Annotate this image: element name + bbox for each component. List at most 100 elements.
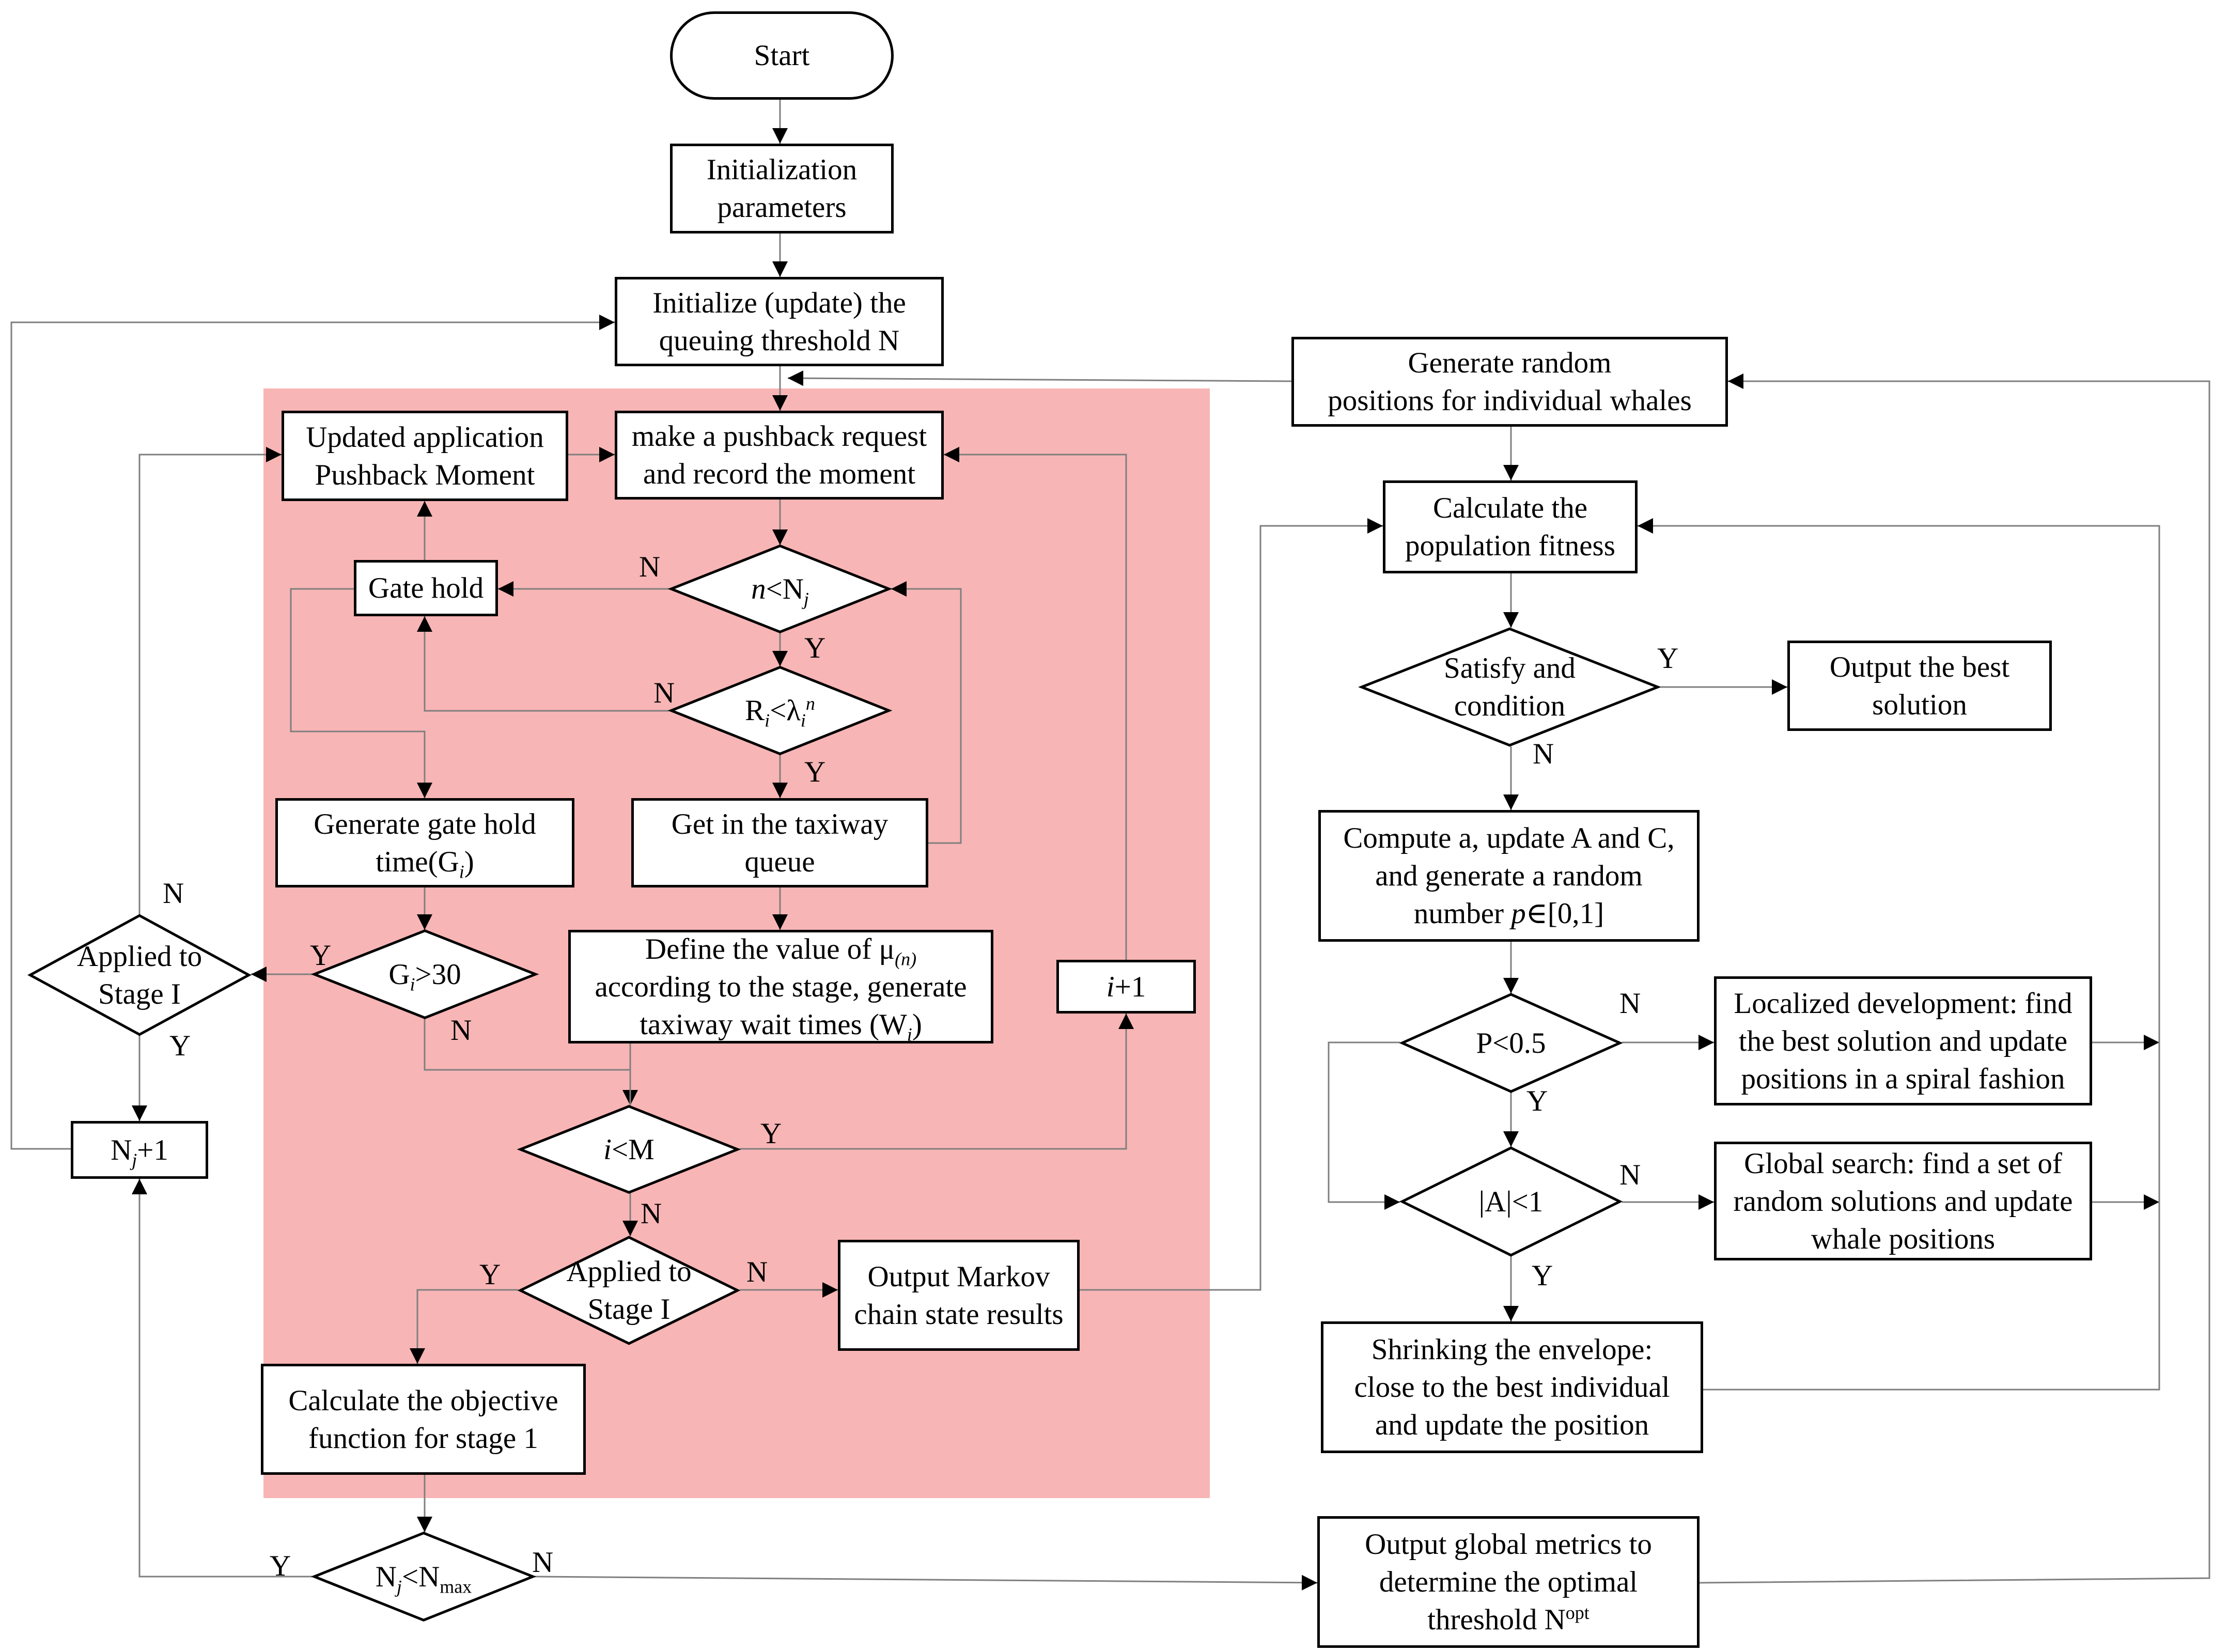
- shrinking-line1: Shrinking the envelope:: [1371, 1333, 1653, 1366]
- edge-shrinking-fitness: [1638, 518, 2160, 1391]
- global-search-line1: Global search: find a set of: [1744, 1147, 2062, 1180]
- edge-rj-gatehold: [417, 616, 669, 712]
- compute-a-line1: Compute a, update A and C,: [1343, 822, 1675, 854]
- applied-stage-left-line2: Stage I: [98, 977, 181, 1010]
- label-y-abs-a: Y: [1532, 1259, 1553, 1292]
- gi-greater-30-decision: Gi>30: [312, 930, 538, 1019]
- nj-less-nmax-shape: [312, 1532, 535, 1621]
- label-n-gi30: N: [450, 1014, 472, 1047]
- satisfy-condition-line2: condition: [1454, 690, 1566, 722]
- label-n-rj: N: [653, 677, 675, 709]
- applied-stage-center-decision: Applied to Stage I: [518, 1236, 740, 1345]
- satisfy-condition-line1: Satisfy and: [1444, 652, 1576, 684]
- label-y-rj: Y: [804, 756, 826, 788]
- calc-fitness-box: Calculate the population fitness: [1383, 480, 1638, 573]
- compute-a-line2: and generate a random: [1375, 860, 1643, 892]
- generate-gate-hold-line1: Generate gate hold: [314, 807, 536, 840]
- label-y-n-nj: Y: [804, 632, 826, 664]
- init-params-line1: Initialization: [706, 153, 858, 186]
- generate-random-whales-line1: Generate random: [1408, 347, 1612, 379]
- edge-appliedcenter-objective: [410, 1289, 518, 1364]
- pushback-request-line2: and record the moment: [643, 458, 916, 490]
- edge-whales-threshold: [787, 370, 1292, 386]
- generate-gate-hold-line2: time(Gi): [376, 845, 474, 882]
- applied-stage-left-shape: [28, 914, 251, 1036]
- output-global-box: Output global metrics to determine the o…: [1317, 1516, 1700, 1648]
- gate-hold-label: Gate hold: [368, 572, 484, 604]
- calc-fitness-line1: Calculate the: [1432, 492, 1588, 524]
- global-search-line2: random solutions and update: [1733, 1185, 2073, 1218]
- output-best-box: Output the best solution: [1787, 641, 2052, 731]
- global-search-line3: whale positions: [1811, 1222, 1996, 1255]
- edge-taxiway-loop: [891, 581, 962, 844]
- generate-random-whales-box: Generate random positions for individual…: [1291, 337, 1728, 427]
- i-less-m-decision: i<M: [518, 1105, 740, 1193]
- global-search-box: Global search: find a set of random solu…: [1714, 1142, 2092, 1260]
- label-y-gi30: Y: [310, 939, 332, 972]
- updated-pushback-line1: Updated application: [306, 420, 544, 454]
- output-global-line3: threshold Nopt: [1427, 1602, 1589, 1636]
- n-less-nj-decision: n<Nj: [669, 545, 891, 633]
- edge-outputglobal-whales: [1699, 373, 2210, 1584]
- calc-objective-line1: Calculate the objective: [288, 1384, 558, 1417]
- edge-nmax-outputglobal: [535, 1575, 1318, 1591]
- edge-p05-left-absa: [1328, 1041, 1400, 1210]
- init-threshold-line1: Initialize (update) the: [652, 286, 906, 319]
- taxiway-queue-box: Get in the taxiway queue: [631, 798, 928, 887]
- shrinking-line2: close to the best individual: [1354, 1371, 1670, 1404]
- applied-stage-center-shape: [518, 1236, 740, 1345]
- i-less-m-shape: [518, 1105, 740, 1193]
- updated-pushback-box: Updated application Pushback Moment: [282, 411, 568, 501]
- init-params-line2: parameters: [717, 191, 847, 224]
- rj-less-lambda-decision: Ri<λin: [669, 666, 891, 755]
- pushback-request-box: make a pushback request and record the m…: [615, 411, 944, 500]
- edge-appliedleft-updated: [138, 447, 282, 914]
- output-global-line1: Output global metrics to: [1365, 1528, 1652, 1561]
- abs-a-less-1-shape: [1400, 1147, 1622, 1256]
- p-less-05-shape: [1400, 993, 1622, 1093]
- pushback-request-line1: make a pushback request: [631, 420, 927, 453]
- edge-im-iplus1: [740, 1014, 1134, 1150]
- output-best-line1: Output the best: [1829, 650, 2010, 683]
- nj-less-nmax-decision: Nj<Nmax: [312, 1532, 535, 1621]
- define-mu-line1: Define the value of μ(n): [645, 932, 917, 969]
- localized-line3: positions in a spiral fashion: [1741, 1062, 2065, 1095]
- start-terminal: Start: [670, 11, 894, 100]
- edge-iplus1-pushback: [944, 447, 1127, 960]
- calc-fitness-line2: population fitness: [1405, 529, 1615, 562]
- applied-stage-center-line2: Stage I: [587, 1293, 671, 1326]
- applied-stage-left-line1: Applied to: [76, 940, 202, 973]
- calc-objective-box: Calculate the objective function for sta…: [261, 1364, 586, 1475]
- abs-a-less-1-label: |A|<1: [1478, 1185, 1544, 1218]
- label-n-p05: N: [1619, 987, 1641, 1020]
- nj-less-nmax-label: Nj<Nmax: [375, 1560, 472, 1597]
- label-y-applied-left: Y: [169, 1030, 191, 1062]
- label-y-p05: Y: [1526, 1085, 1548, 1117]
- shrinking-line3: and update the position: [1375, 1409, 1649, 1441]
- define-mu-box: Define the value of μ(n) according to th…: [568, 930, 993, 1043]
- nj-plus-1-box: Nj+1: [71, 1121, 208, 1179]
- p-less-05-label: P<0.5: [1476, 1026, 1546, 1059]
- edge-nmax-nj1: [132, 1179, 312, 1578]
- i-less-m-label: i<M: [603, 1133, 654, 1166]
- edge-gatehold-generate: [290, 588, 432, 798]
- init-threshold-box: Initialize (update) the queuing threshol…: [615, 277, 944, 366]
- output-best-line2: solution: [1872, 688, 1967, 721]
- output-markov-line2: chain state results: [854, 1298, 1064, 1331]
- i-plus-1-box: i+1: [1056, 960, 1196, 1014]
- applied-stage-center-line1: Applied to: [566, 1255, 692, 1288]
- generate-gate-hold-box: Generate gate hold time(Gi): [275, 798, 574, 887]
- n-less-nj-shape: [669, 545, 891, 633]
- label-n-applied-left: N: [163, 877, 184, 910]
- output-markov-line1: Output Markov: [867, 1260, 1050, 1293]
- label-n-nmax: N: [532, 1546, 554, 1579]
- localized-line1: Localized development: find: [1734, 987, 2072, 1020]
- n-less-nj-label: n<Nj: [751, 572, 809, 609]
- nj-plus-1-label: Nj+1: [111, 1133, 168, 1170]
- label-n-gate-hold: N: [639, 551, 661, 583]
- taxiway-queue-line1: Get in the taxiway: [671, 807, 889, 840]
- abs-a-less-1-decision: |A|<1: [1400, 1147, 1622, 1256]
- compute-a-line3: number p∈[0,1]: [1413, 897, 1604, 930]
